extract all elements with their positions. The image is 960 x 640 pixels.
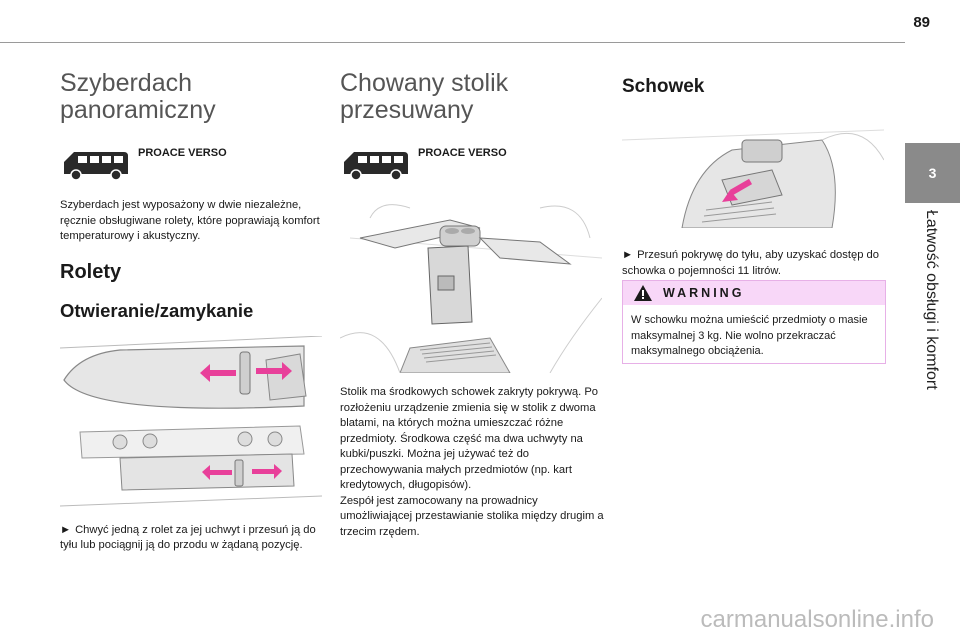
- vehicle-tag: PROACE VERSO: [60, 144, 330, 184]
- storage-illustration: [622, 129, 884, 228]
- sunroof-intro: Szyberdach jest wyposażony w dwie niezal…: [60, 199, 320, 242]
- header-divider: [0, 42, 905, 43]
- chapter-number: 3: [928, 165, 937, 181]
- storage-instruction: ►Przesuń pokrywę do tyłu, aby uzyskać do…: [622, 248, 892, 279]
- warning-label: WARNING: [663, 286, 745, 300]
- storage-instruction-text: Przesuń pokrywę do tyłu, aby uzyskać dos…: [622, 249, 879, 277]
- van-icon: [344, 152, 408, 181]
- open-close-heading: Otwieranie/zamykanie: [60, 299, 254, 321]
- column-storage: Schowek ►Przesuń pokrywę do tyłu, aby uz…: [622, 76, 892, 279]
- bullet-arrow-icon: ►: [622, 249, 634, 261]
- table-rail-description: Zespół jest zamocowany na prowadnicy umo…: [340, 494, 604, 538]
- vehicle-label: PROACE VERSO: [418, 147, 507, 159]
- van-icon: [64, 152, 128, 181]
- chapter-tab[interactable]: 3: [905, 143, 960, 203]
- table-illustration: [340, 204, 602, 373]
- sunroof-title: Szyberdach panoramiczny: [60, 69, 216, 124]
- warning-text: W schowku można umieścić przedmioty o ma…: [631, 314, 868, 357]
- sunroof-illustration: [60, 335, 322, 506]
- warning-box: WARNING W schowku można umieścić przedmi…: [622, 280, 886, 364]
- chapter-title: Łatwość obsługi i komfort: [923, 210, 940, 390]
- table-title: Chowany stolik przesuwany: [340, 69, 509, 124]
- page-number: 89: [913, 14, 930, 31]
- warning-header: WARNING: [623, 281, 885, 305]
- column-table: Chowany stolik przesuwany PROACE VERSO: [340, 70, 610, 540]
- blind-instruction: ►Chwyć jedną z rolet za jej uchwyt i prz…: [60, 523, 330, 554]
- warning-triangle-icon: [634, 285, 652, 301]
- blinds-heading: Rolety: [60, 260, 122, 283]
- vehicle-label: PROACE VERSO: [138, 147, 227, 159]
- table-description: Stolik ma środkowych schowek zakryty pok…: [340, 386, 599, 491]
- bullet-arrow-icon: ►: [60, 523, 72, 536]
- vehicle-tag-2: PROACE VERSO: [340, 144, 610, 184]
- storage-title: Schowek: [622, 76, 705, 97]
- blind-instruction-text: Chwyć jedną z rolet za jej uchwyt i prze…: [60, 523, 316, 552]
- column-sunroof: Szyberdach panoramiczny PROACE VERSO Szy…: [60, 70, 330, 554]
- watermark: carmanualsonline.info: [700, 606, 934, 633]
